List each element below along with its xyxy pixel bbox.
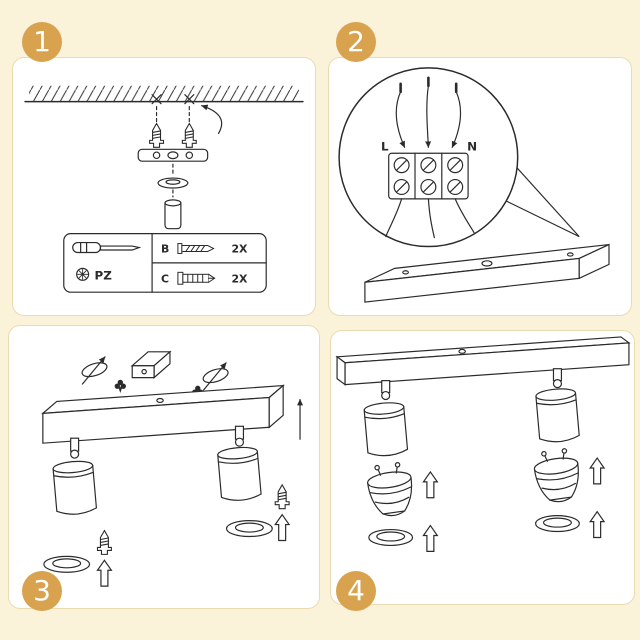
screw-icon bbox=[96, 529, 112, 555]
screwdriver-icon bbox=[72, 241, 142, 254]
driver-type-label: PZ bbox=[95, 268, 113, 282]
step-1-badge: 1 bbox=[22, 22, 62, 62]
screw-icon bbox=[181, 122, 197, 148]
step-1-number: 1 bbox=[33, 25, 51, 58]
thumbscrew-icon bbox=[114, 379, 127, 394]
terminal-block bbox=[388, 152, 469, 200]
spotlight-head-left bbox=[52, 459, 98, 517]
step-3-panel bbox=[8, 325, 320, 609]
twist-screw-symbol bbox=[81, 356, 108, 385]
light-bar bbox=[335, 336, 631, 386]
mounting-bracket bbox=[137, 148, 209, 162]
live-terminal-label: L bbox=[381, 139, 389, 153]
drill-mark-icons bbox=[151, 94, 195, 105]
supply-wires-top bbox=[395, 76, 462, 148]
insert-up-arrow bbox=[422, 471, 438, 499]
ceiling-hatching bbox=[24, 85, 304, 103]
step-2-drawing: L N bbox=[338, 67, 610, 303]
neutral-terminal-label: N bbox=[467, 139, 477, 153]
insert-up-arrow bbox=[589, 511, 605, 539]
fixture-wires-bottom bbox=[385, 198, 475, 239]
wall-plug-part-icon bbox=[177, 271, 216, 285]
part-b-label: B bbox=[161, 242, 169, 255]
insert-up-arrow bbox=[589, 457, 605, 485]
part-b-qty: 2X bbox=[231, 242, 248, 255]
pozidriv-icon bbox=[76, 267, 90, 281]
light-bar bbox=[41, 384, 285, 444]
rotate-arrow-icon bbox=[201, 104, 223, 135]
spot-stem-right bbox=[552, 368, 563, 389]
trim-ring-left bbox=[43, 555, 91, 573]
part-c-label: C bbox=[161, 272, 169, 285]
twist-screw-symbol bbox=[202, 362, 229, 391]
trim-ring-right bbox=[535, 515, 580, 533]
canopy-ring bbox=[157, 177, 189, 189]
trim-ring-left bbox=[368, 528, 414, 547]
step-3-number: 3 bbox=[33, 574, 51, 607]
trim-ring-right bbox=[225, 520, 273, 538]
screw-icon bbox=[149, 122, 165, 148]
insert-up-arrow bbox=[422, 524, 438, 552]
step-3-drawing bbox=[41, 350, 304, 587]
part-c-qty: 2X bbox=[231, 272, 248, 285]
screw-icon bbox=[274, 484, 290, 510]
spot-stem-left bbox=[381, 380, 391, 401]
step-4-badge: 4 bbox=[336, 571, 376, 611]
step-2-badge: 2 bbox=[336, 22, 376, 62]
step-4-drawing bbox=[335, 336, 631, 552]
step-4-panel bbox=[330, 330, 635, 605]
gu10-bulb-left bbox=[364, 460, 417, 520]
spotlight-head-left bbox=[363, 400, 409, 458]
insert-up-arrow bbox=[96, 559, 112, 587]
alignment-dashed-guides bbox=[155, 106, 190, 198]
step-2-panel: L N bbox=[328, 57, 632, 316]
step-3-badge: 3 bbox=[22, 571, 62, 611]
step-1-panel: PZ B 2X C 2X bbox=[12, 57, 316, 316]
step-4-number: 4 bbox=[347, 574, 365, 607]
spotlight-head-right bbox=[534, 386, 581, 444]
spotlight-head-right bbox=[216, 445, 263, 503]
step-2-number: 2 bbox=[347, 25, 365, 58]
spot-stem-left bbox=[70, 437, 80, 459]
insert-up-arrow bbox=[274, 514, 290, 542]
mounting-bracket-icon bbox=[130, 350, 172, 379]
step-1-drawing: PZ B 2X C 2X bbox=[24, 85, 304, 293]
mounting-plate bbox=[364, 243, 610, 303]
stem-part bbox=[164, 199, 182, 230]
spot-stem-right bbox=[234, 425, 245, 447]
gu10-bulb-right bbox=[531, 446, 584, 506]
